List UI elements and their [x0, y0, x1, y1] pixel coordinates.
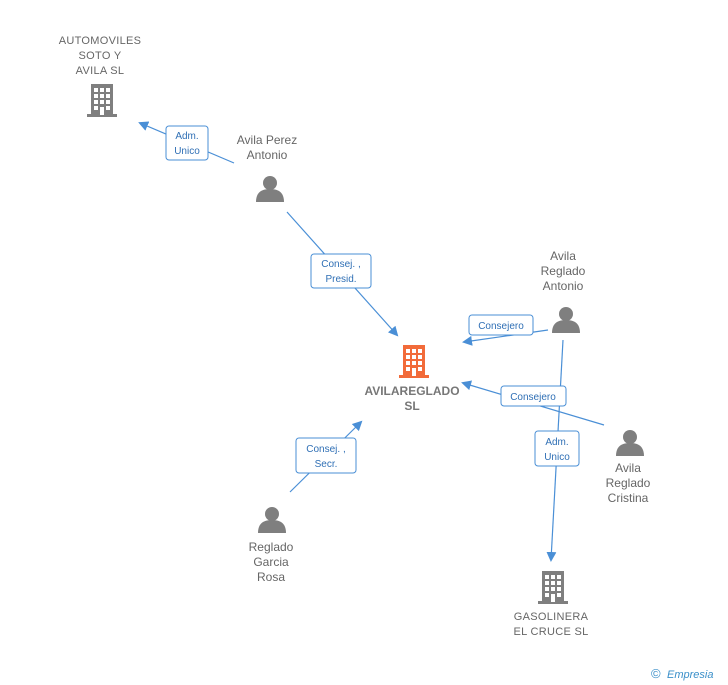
- node-avilareglado-main[interactable]: AVILAREGLADO SL: [364, 345, 460, 413]
- svg-text:Unico: Unico: [174, 146, 200, 157]
- svg-text:SL: SL: [404, 399, 419, 413]
- person-icon: [256, 176, 284, 202]
- svg-text:Avila: Avila: [550, 249, 576, 263]
- building-icon: [538, 571, 568, 604]
- svg-text:Adm.: Adm.: [545, 437, 568, 448]
- svg-text:Reglado: Reglado: [606, 476, 651, 490]
- edge-label-consej-secr: Consej. , Secr.: [295, 437, 357, 474]
- svg-text:AVILA SL: AVILA SL: [76, 65, 125, 77]
- node-gasolinera-el-cruce[interactable]: GASOLINERA EL CRUCE SL: [513, 571, 588, 638]
- brand-name: Empresia: [667, 669, 713, 681]
- svg-text:Avila Perez: Avila Perez: [237, 133, 297, 147]
- svg-text:Rosa: Rosa: [257, 570, 285, 584]
- svg-text:Consejero: Consejero: [510, 392, 556, 403]
- person-icon: [616, 430, 644, 456]
- edge-label-consejero-2: Consejero: [500, 385, 567, 407]
- svg-text:Consej. ,: Consej. ,: [306, 444, 345, 455]
- copyright-icon: ©: [651, 666, 661, 681]
- svg-text:Garcia: Garcia: [253, 555, 289, 569]
- node-reglado-garcia-rosa[interactable]: Reglado Garcia Rosa: [249, 507, 294, 584]
- svg-text:AUTOMOVILES: AUTOMOVILES: [59, 35, 142, 47]
- svg-text:Cristina: Cristina: [608, 491, 649, 505]
- svg-text:EL CRUCE SL: EL CRUCE SL: [513, 626, 588, 638]
- edge-line-consejero-1: [462, 329, 549, 346]
- svg-text:Consej. ,: Consej. ,: [321, 259, 360, 270]
- building-icon: [399, 345, 429, 378]
- edge-label-consejero-1: Consejero: [468, 314, 534, 336]
- svg-text:Secr.: Secr.: [315, 459, 338, 470]
- svg-text:Unico: Unico: [544, 452, 570, 463]
- node-avila-perez-antonio[interactable]: Avila Perez Antonio: [237, 133, 297, 202]
- svg-text:Adm.: Adm.: [175, 131, 198, 142]
- svg-text:Presid.: Presid.: [325, 274, 356, 285]
- person-icon: [258, 507, 286, 533]
- edge-label-consej-presid: Consej. , Presid.: [310, 253, 372, 289]
- svg-text:Reglado: Reglado: [541, 264, 586, 278]
- svg-text:Avila: Avila: [615, 461, 641, 475]
- svg-text:SOTO Y: SOTO Y: [79, 50, 122, 62]
- node-avila-reglado-antonio[interactable]: Avila Reglado Antonio: [541, 249, 586, 333]
- empresia-brand: © Empresia: [651, 666, 713, 681]
- svg-text:Antonio: Antonio: [247, 148, 288, 162]
- person-icon: [552, 307, 580, 333]
- svg-text:GASOLINERA: GASOLINERA: [514, 611, 589, 623]
- svg-text:Antonio: Antonio: [543, 279, 584, 293]
- svg-text:AVILAREGLADO: AVILAREGLADO: [364, 384, 459, 398]
- edge-label-adm-unico-1: Adm. Unico: [165, 125, 209, 161]
- svg-text:Consejero: Consejero: [478, 321, 524, 332]
- node-avila-reglado-cristina[interactable]: Avila Reglado Cristina: [606, 430, 651, 505]
- building-icon: [87, 84, 117, 117]
- edge-label-adm-unico-2: Adm. Unico: [534, 430, 580, 467]
- node-automoviles-soto-y-avila[interactable]: AUTOMOVILES SOTO Y AVILA SL: [59, 35, 142, 117]
- svg-text:Reglado: Reglado: [249, 540, 294, 554]
